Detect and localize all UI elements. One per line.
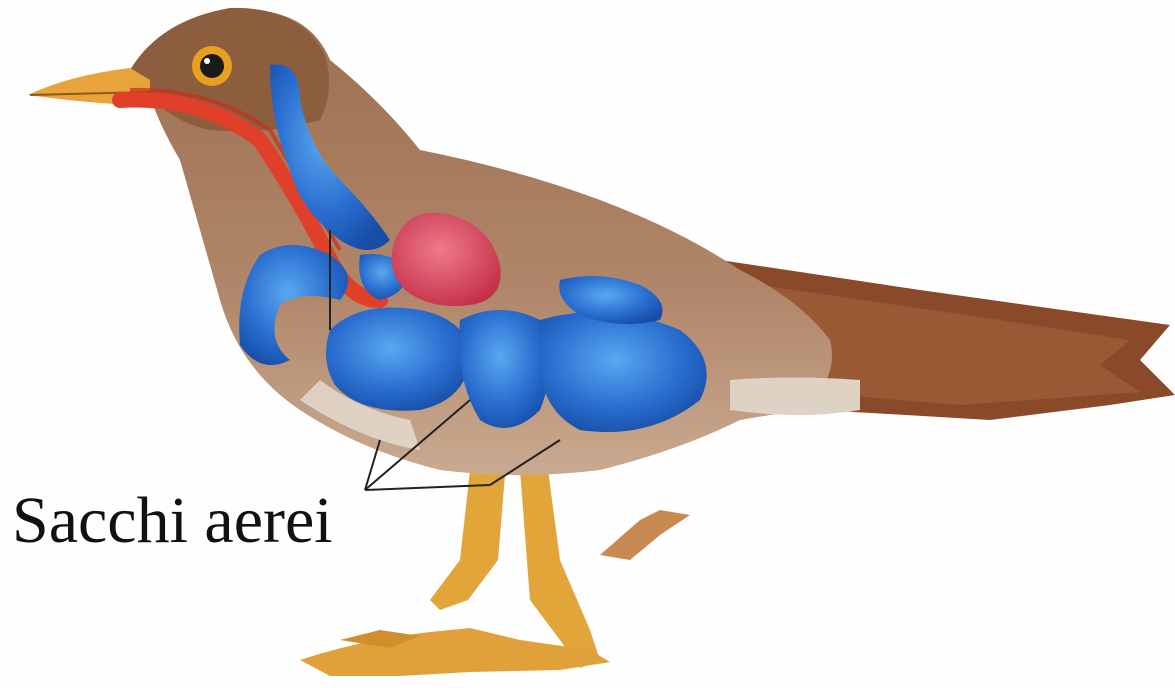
eye — [192, 46, 232, 86]
air-sacs-label: Sacchi aerei — [12, 488, 333, 554]
legs — [300, 470, 690, 676]
